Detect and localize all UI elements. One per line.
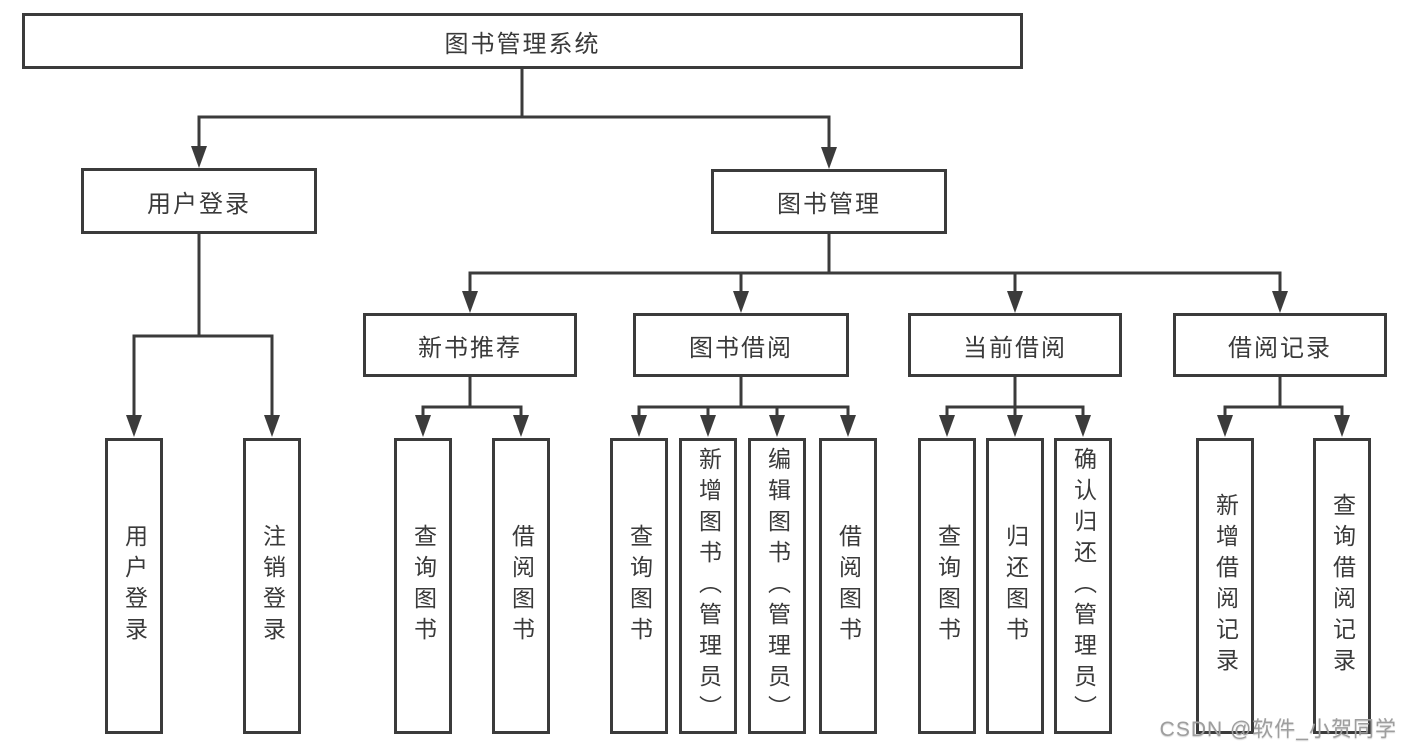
node-book-borrow: 图书借阅 bbox=[633, 313, 849, 377]
node-label: 查询借阅记录 bbox=[1329, 493, 1356, 679]
leaf-query-borrow-record: 查询借阅记录 bbox=[1313, 438, 1371, 734]
leaf-query-book-recommend: 查询图书 bbox=[394, 438, 452, 734]
node-label: 当前借阅 bbox=[963, 334, 1067, 362]
node-label: 查询图书 bbox=[626, 524, 653, 648]
leaf-borrow-book: 借阅图书 bbox=[819, 438, 877, 734]
node-library-system-root: 图书管理系统 bbox=[22, 13, 1023, 69]
connector-userlogin-to-leaves bbox=[132, 232, 274, 421]
connector-bookborrow-to-leaves bbox=[637, 375, 850, 421]
connector-currentborrow-to-leaves bbox=[945, 375, 1085, 421]
connector-root-to-level2 bbox=[197, 67, 831, 153]
arrowheads bbox=[126, 146, 1350, 437]
node-user-login: 用户登录 bbox=[81, 168, 317, 234]
node-label: 新增借阅记录 bbox=[1212, 493, 1239, 679]
leaf-query-book-borrow: 查询图书 bbox=[610, 438, 668, 734]
node-label: 确认归还（管理员） bbox=[1070, 446, 1097, 726]
leaf-confirm-return-admin: 确认归还（管理员） bbox=[1054, 438, 1112, 734]
csdn-watermark: CSDN @软件_小贺同学 bbox=[1159, 718, 1397, 741]
node-label: 借阅图书 bbox=[835, 524, 862, 648]
node-label: 新书推荐 bbox=[418, 334, 522, 362]
leaf-add-book-admin: 新增图书（管理员） bbox=[679, 438, 737, 734]
node-label: 查询图书 bbox=[934, 524, 961, 648]
node-label: 编辑图书（管理员） bbox=[764, 446, 791, 726]
leaf-query-book-current: 查询图书 bbox=[918, 438, 976, 734]
node-label: 图书管理 bbox=[777, 191, 881, 218]
connector-borrowrecord-to-leaves bbox=[1223, 375, 1344, 421]
node-label: 借阅记录 bbox=[1228, 334, 1332, 362]
node-label: 查询图书 bbox=[410, 524, 437, 648]
leaf-edit-book-admin: 编辑图书（管理员） bbox=[748, 438, 806, 734]
leaf-borrow-book-recommend: 借阅图书 bbox=[492, 438, 550, 734]
connector-bookmgmt-to-level3 bbox=[468, 232, 1282, 296]
node-label: 用户登录 bbox=[121, 524, 148, 648]
node-label: 注销登录 bbox=[259, 524, 286, 648]
node-new-book-recommend: 新书推荐 bbox=[363, 313, 577, 377]
node-label: 借阅图书 bbox=[508, 524, 535, 648]
node-label: 归还图书 bbox=[1002, 524, 1029, 648]
node-label: 图书借阅 bbox=[689, 334, 793, 362]
node-label: 用户登录 bbox=[147, 190, 251, 218]
leaf-add-borrow-record: 新增借阅记录 bbox=[1196, 438, 1254, 734]
node-label: 图书管理系统 bbox=[444, 30, 601, 58]
leaf-return-book: 归还图书 bbox=[986, 438, 1044, 734]
leaf-user-login: 用户登录 bbox=[105, 438, 163, 734]
connector-newbook-to-leaves bbox=[421, 375, 523, 421]
node-book-management: 图书管理 bbox=[711, 169, 947, 234]
leaf-logout-login: 注销登录 bbox=[243, 438, 301, 734]
node-borrow-records: 借阅记录 bbox=[1173, 313, 1387, 377]
node-label: 新增图书（管理员） bbox=[695, 446, 722, 726]
node-current-borrow: 当前借阅 bbox=[908, 313, 1122, 377]
